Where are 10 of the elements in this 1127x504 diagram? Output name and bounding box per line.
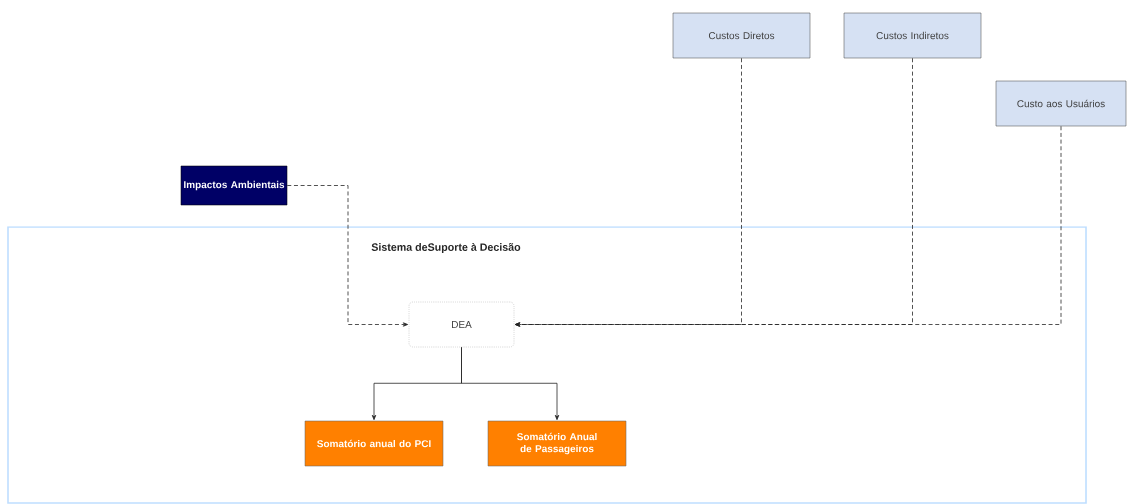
process-box: DEA <box>408 301 515 348</box>
result-box: Somatório Anual de Passageiros <box>487 420 627 467</box>
arrow <box>514 125 1062 327</box>
arrow <box>461 346 560 421</box>
arrow <box>286 185 409 327</box>
impact-box: Impactos Ambientais <box>180 165 288 206</box>
cost-box: Custos Diretos <box>672 12 811 59</box>
cost-box: Custo aos Usuários <box>995 80 1127 127</box>
result-box: Somatório anual do PCI <box>304 420 444 467</box>
cost-box: Custos Indiretos <box>843 12 982 59</box>
